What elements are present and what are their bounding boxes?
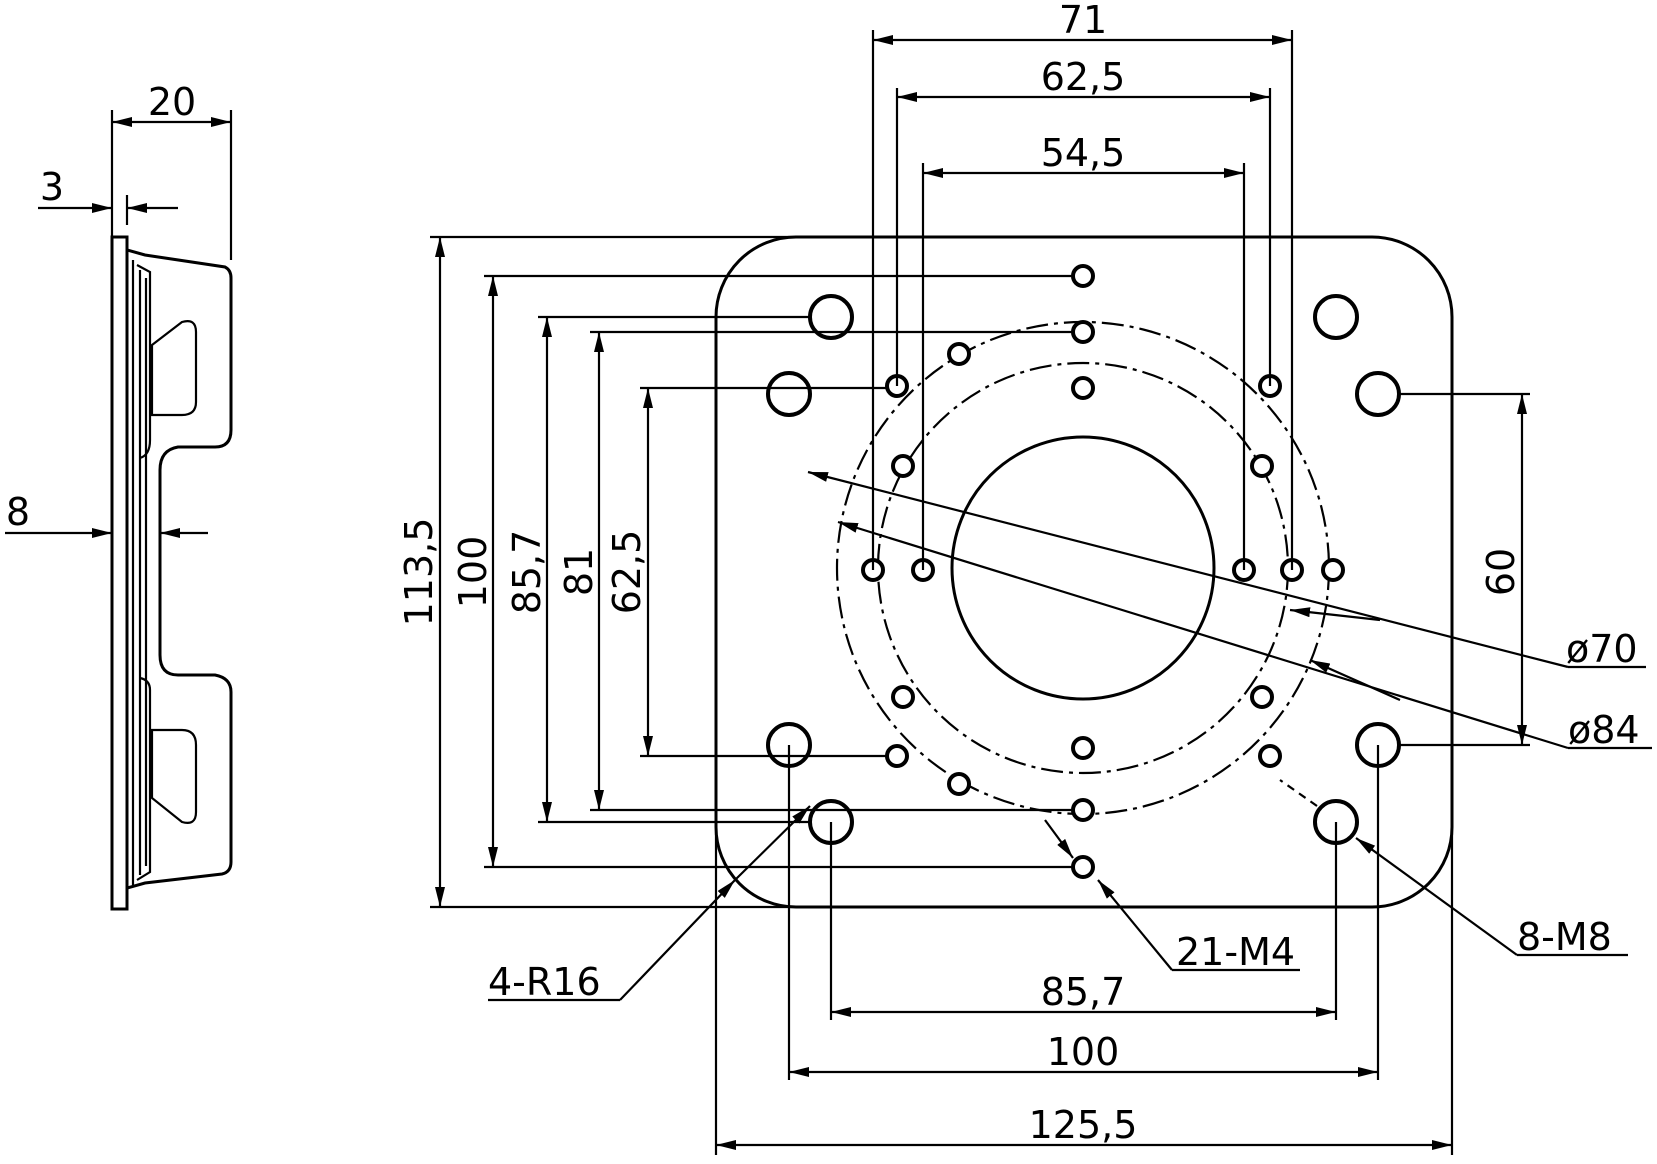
- side-upper-lug: [126, 248, 233, 890]
- dim-125-5: 125,5: [1029, 1103, 1138, 1147]
- callout-m8: 8-M8: [1517, 915, 1612, 959]
- leader-dia-84-arrow: [1309, 658, 1401, 702]
- dim-100-left: 100: [451, 536, 495, 609]
- leader-r16-ext: [734, 805, 811, 881]
- leader-m8-dash: [1279, 779, 1318, 807]
- bottom-dimensions: 85,7 100 125,5: [714, 745, 1454, 1155]
- callout-m4: 21-M4: [1176, 930, 1295, 974]
- m4-hole: [885, 744, 909, 768]
- m4-hole: [1071, 376, 1095, 400]
- dim-62-5-left: 62,5: [605, 530, 649, 615]
- side-view: 20 3 8: [5, 80, 233, 911]
- dim-81: 81: [557, 548, 601, 596]
- right-dimensions: 60: [1399, 392, 1530, 747]
- side-lower-pocket: [150, 728, 198, 824]
- dim-85-7-bottom: 85,7: [1041, 970, 1126, 1014]
- m4-hole: [891, 454, 915, 478]
- dim-54-5: 54,5: [1041, 131, 1126, 175]
- m4-hole: [1071, 264, 1095, 288]
- dim-side-20: 20: [148, 80, 196, 124]
- side-inner-profile: [136, 264, 152, 881]
- base-plate-outline: [714, 235, 1454, 909]
- dim-60: 60: [1479, 548, 1523, 596]
- top-dimensions: 71 62,5 54,5: [871, 0, 1294, 570]
- m4-hole: [947, 342, 971, 366]
- m4-hole: [1071, 855, 1095, 879]
- m4-hole: [1071, 320, 1095, 344]
- dim-113-5: 113,5: [397, 518, 441, 627]
- callout-r16: 4-R16: [488, 960, 601, 1004]
- leader-dia-84: [837, 520, 1569, 750]
- bolt-circle-70: [876, 361, 1290, 775]
- leader-r16: [619, 879, 736, 1001]
- side-upper-pocket: [150, 320, 198, 417]
- m4-hole: [1321, 558, 1345, 582]
- front-view: 71 62,5 54,5 113,5 100 85,7: [397, 0, 1652, 1155]
- leader-m4: [1097, 879, 1173, 971]
- m4-hole: [1258, 744, 1282, 768]
- callout-dia-84: ø84: [1568, 708, 1640, 752]
- dim-62-5-top: 62,5: [1041, 55, 1126, 99]
- leader-m8: [1355, 837, 1518, 956]
- m4-hole: [1250, 685, 1274, 709]
- dim-100-bottom: 100: [1047, 1030, 1120, 1074]
- side-base-plate: [110, 235, 129, 911]
- m8-hole: [766, 371, 812, 417]
- left-dimensions: 113,5 100 85,7 81 62,5: [397, 235, 1073, 909]
- m4-hole: [1071, 736, 1095, 760]
- m4-holes: [861, 264, 1345, 879]
- leader-m4-upper: [1044, 819, 1074, 859]
- m8-hole: [1313, 294, 1359, 340]
- dim-side-3: 3: [40, 165, 64, 209]
- leader-dia-70: [807, 470, 1569, 669]
- callouts: ø70 ø84 8-M8 21-M4 4-R16: [488, 470, 1652, 1004]
- m8-hole: [1355, 371, 1401, 417]
- m4-hole: [1071, 798, 1095, 822]
- callout-dia-70: ø70: [1566, 627, 1638, 671]
- leader-dia-70-arrow: [1289, 607, 1381, 622]
- m4-hole: [947, 772, 971, 796]
- dim-71: 71: [1059, 0, 1107, 42]
- m4-hole: [1250, 454, 1274, 478]
- center-bore: [950, 435, 1216, 701]
- dim-side-8: 8: [6, 490, 30, 534]
- dim-85-7-left: 85,7: [505, 530, 549, 615]
- m4-hole: [891, 685, 915, 709]
